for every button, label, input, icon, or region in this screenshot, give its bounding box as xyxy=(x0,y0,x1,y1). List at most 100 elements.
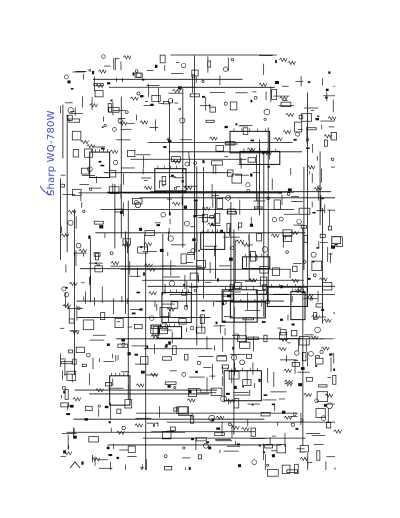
component xyxy=(298,336,310,346)
solder-pad xyxy=(210,223,214,226)
component xyxy=(170,301,179,309)
component xyxy=(315,408,326,418)
component xyxy=(227,169,234,177)
resistor xyxy=(135,383,145,388)
solder-pad xyxy=(232,346,235,350)
terminal xyxy=(75,242,82,249)
component xyxy=(303,235,308,243)
terminal xyxy=(308,351,314,357)
resistor xyxy=(166,307,175,312)
terminal xyxy=(253,95,258,100)
solder-pad xyxy=(242,385,245,388)
terminal xyxy=(271,217,277,223)
terminal xyxy=(64,74,69,80)
solder-pad xyxy=(171,174,174,177)
component xyxy=(262,284,267,290)
component xyxy=(152,325,160,336)
terminal xyxy=(223,101,228,106)
solder-pad xyxy=(250,99,253,103)
component xyxy=(170,426,176,431)
component xyxy=(282,229,293,237)
resistor xyxy=(69,281,78,287)
component xyxy=(124,399,133,409)
terminal xyxy=(136,91,141,96)
component xyxy=(94,90,104,98)
component xyxy=(305,377,313,382)
solder-pad xyxy=(333,368,336,371)
solder-pad xyxy=(183,205,188,209)
component xyxy=(283,235,292,242)
terminal xyxy=(266,463,270,467)
component xyxy=(159,327,168,335)
solder-pad xyxy=(250,173,253,177)
component xyxy=(137,246,148,254)
component xyxy=(215,145,224,152)
terminal xyxy=(103,124,107,128)
component xyxy=(127,150,136,158)
component xyxy=(75,346,85,353)
component xyxy=(171,156,181,163)
resistor xyxy=(287,60,296,66)
solder-pad xyxy=(107,82,111,85)
component xyxy=(247,157,256,163)
terminal xyxy=(196,361,201,366)
solder-pad xyxy=(317,115,320,117)
terminal xyxy=(182,446,186,450)
resistor xyxy=(91,457,101,462)
component xyxy=(318,384,328,388)
component xyxy=(114,318,124,328)
component xyxy=(264,444,274,449)
terminal xyxy=(246,189,250,193)
component xyxy=(280,101,292,107)
component xyxy=(173,407,179,412)
terminal xyxy=(160,212,166,218)
component xyxy=(187,252,195,255)
component xyxy=(109,169,117,178)
solder-pad xyxy=(334,243,338,246)
solder-pad xyxy=(198,249,200,252)
component xyxy=(234,282,242,290)
resistor xyxy=(235,239,245,244)
solder-pad xyxy=(233,385,237,390)
resistor xyxy=(282,129,292,135)
solder-pad xyxy=(208,446,212,450)
resistor xyxy=(278,57,288,63)
solder-pad xyxy=(104,405,109,409)
resistor xyxy=(284,381,293,387)
terminal xyxy=(86,352,91,358)
terminal xyxy=(319,349,324,354)
component xyxy=(209,106,216,113)
component xyxy=(114,208,123,213)
resistor xyxy=(246,147,256,152)
resistor xyxy=(139,120,149,125)
solder-pad xyxy=(224,125,228,129)
resistor xyxy=(86,143,95,149)
component xyxy=(72,358,77,365)
solder-pad xyxy=(211,418,214,422)
solder-pad xyxy=(215,321,218,325)
solder-pad xyxy=(99,225,104,229)
component xyxy=(331,236,341,244)
solder-pad xyxy=(307,81,311,84)
terminal xyxy=(320,415,327,421)
component xyxy=(259,276,268,287)
component xyxy=(95,253,99,261)
solder-pad xyxy=(63,450,67,454)
solder-pad xyxy=(193,199,198,202)
component xyxy=(238,222,243,228)
terminal xyxy=(88,68,92,72)
solder-pad xyxy=(150,103,154,106)
component xyxy=(60,361,73,365)
terminal xyxy=(233,333,240,340)
solder-pad xyxy=(143,272,145,276)
component xyxy=(294,121,303,133)
component xyxy=(132,198,143,205)
ground-symbol xyxy=(69,461,81,469)
resistor xyxy=(98,69,107,74)
resistor xyxy=(241,426,250,432)
component xyxy=(64,389,69,400)
resistor xyxy=(134,423,143,428)
component xyxy=(71,130,82,141)
resistor xyxy=(304,293,314,298)
terminal xyxy=(239,359,245,365)
